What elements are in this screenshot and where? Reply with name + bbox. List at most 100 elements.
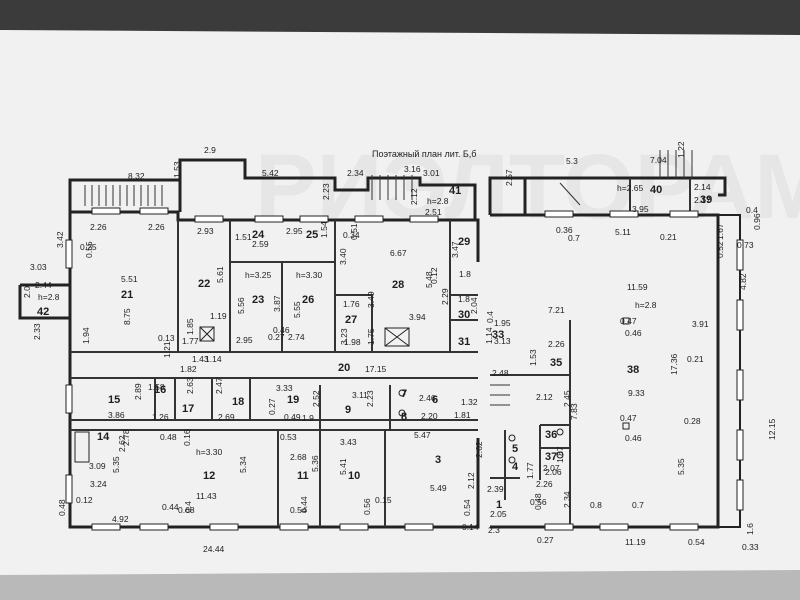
dimension-label: 1.53 [172, 161, 182, 178]
dimension-label: 2.20 [421, 411, 438, 421]
dimension-label: 2.23 [321, 183, 331, 200]
dimension-label: 17.36 [669, 353, 679, 375]
dimension-label: 2.95 [236, 335, 253, 345]
dimension-label: 0.47 [620, 316, 637, 326]
right-length: 11.19 [625, 537, 646, 547]
room-label-28: 28 [392, 279, 404, 291]
room-label-22: 22 [198, 278, 210, 290]
room-label-38: 38 [627, 364, 639, 376]
dimension-label: 3.47 [450, 241, 460, 258]
dimension-label: 2.95 [286, 226, 303, 236]
dimension-label: 2.29 [440, 288, 450, 305]
dimension-label: 0.25 [80, 242, 97, 252]
dimension-label: 2.07 [543, 463, 560, 473]
dimension-label: 1.58 [148, 382, 165, 392]
dimension-label: 2.17 [694, 195, 711, 205]
dimension-label: 2.59 [252, 239, 269, 249]
dimension-label: 2.12 [409, 188, 419, 205]
height-41: h=2.8 [427, 196, 449, 206]
dimension-label: 2.68 [290, 452, 307, 462]
dimension-label: 2.14 [694, 182, 711, 192]
dimension-label: 0.7 [568, 233, 580, 243]
dimension-label: 0.46 [625, 328, 642, 338]
dimension-label: 5.48 [424, 271, 434, 288]
room-label-7: 7 [401, 388, 407, 400]
dimension-label: 3.95 [632, 204, 649, 214]
room-label-10: 10 [348, 470, 360, 482]
dimension-label: 1.94 [81, 327, 91, 344]
dimension-label: 3.23 [339, 328, 349, 345]
dimension-label: 8.32 [128, 171, 145, 181]
dimension-label: 5.56 [236, 297, 246, 314]
dimension-label: 1.26 [152, 412, 169, 422]
dimension-label: 1.14 [205, 354, 222, 364]
dimension-label: 8.75 [122, 308, 132, 325]
dimension-label: 0.54 [290, 505, 307, 515]
dimension-label: 5.41 [338, 458, 348, 475]
room-label-4: 4 [512, 461, 519, 473]
room-label-25: 25 [306, 229, 318, 241]
dimension-label: 1.21 [162, 341, 172, 358]
dimension-label: 5.55 [292, 301, 302, 318]
dimension-label: 0.56 [530, 497, 547, 507]
dimension-label: 0.12 [76, 495, 93, 505]
room-label-24: 24 [252, 229, 265, 241]
room-label-20: 20 [338, 362, 350, 374]
dimension-label: 1.85 [185, 318, 195, 335]
fixtures [74, 317, 630, 464]
dimension-label: 5.11 [615, 227, 631, 237]
dimension-label: 0.27 [267, 398, 277, 415]
dimension-label: 0.33 [742, 542, 759, 552]
dimension-label: 3.86 [108, 410, 125, 420]
dimension-label: 0.27 [268, 332, 285, 342]
dimension-label: 1.81 [454, 410, 471, 420]
dimension-label: 0.21 [687, 354, 704, 364]
dimension-label: 1.95 [494, 318, 511, 328]
dimension-label: 7.83 [569, 403, 579, 420]
room-20-area: 17.15 [365, 364, 387, 374]
dimension-label: 1.19 [210, 311, 227, 321]
dimension-label: 3.16 [404, 164, 421, 174]
dimension-label: 0.16 [182, 429, 192, 446]
paper-sheet [0, 30, 800, 579]
dimension-label: 7.21 [548, 305, 565, 315]
dimension-label: 11.43 [196, 491, 217, 501]
dimension-label: 1.76 [343, 299, 360, 309]
room-label-3: 3 [435, 454, 441, 466]
dimension-label: 5.49 [430, 483, 447, 493]
room-label-41: 41 [449, 185, 461, 197]
room-label-30: 30 [458, 309, 470, 321]
room-labels: 21 22 23 24 25 26 27 28 29 30 31 33 35 3… [37, 184, 712, 511]
overall-length: 24.44 [203, 544, 225, 554]
dimension-label: 0.55 [84, 241, 94, 258]
dimension-label: 0.34 [343, 230, 360, 240]
dimension-label: 2.48 [492, 368, 509, 378]
dimension-label: 2.57 [504, 169, 514, 186]
dimension-label: 0.52 [715, 241, 725, 258]
room-label-33: 33 [492, 329, 504, 341]
dimension-label: 0.54 [688, 537, 705, 547]
height-26: h=3.30 [296, 270, 323, 280]
room-label-12: 12 [203, 470, 215, 482]
dimension-label: 2.12 [466, 472, 476, 489]
dimension-label: 4.82 [738, 273, 748, 290]
dimension-label: 0.28 [684, 416, 701, 426]
room-label-16: 16 [154, 384, 166, 396]
dimension-label: 5.36 [310, 455, 320, 472]
paper-shadow [0, 570, 800, 600]
dimension-label: 2.47 [214, 377, 224, 394]
dimension-label: 7.04 [650, 155, 667, 165]
dimension-label: 2.06 [545, 467, 562, 477]
room-label-14: 15 [108, 394, 120, 406]
dimension-label: 1.22 [676, 141, 686, 158]
dimension-label: 0.48 [533, 493, 543, 510]
room-label-11: 11 [297, 470, 309, 482]
dimension-label: 0.14 [462, 522, 479, 532]
dimension-label: 5.42 [262, 168, 279, 178]
dimension-label: 2.63 [185, 377, 195, 394]
dimension-label: 2.44 [35, 280, 52, 290]
dimension-label: 3.49 [366, 291, 376, 308]
dimension-label: 2.51 [425, 207, 442, 217]
dimension-label: 0.27 [537, 535, 554, 545]
